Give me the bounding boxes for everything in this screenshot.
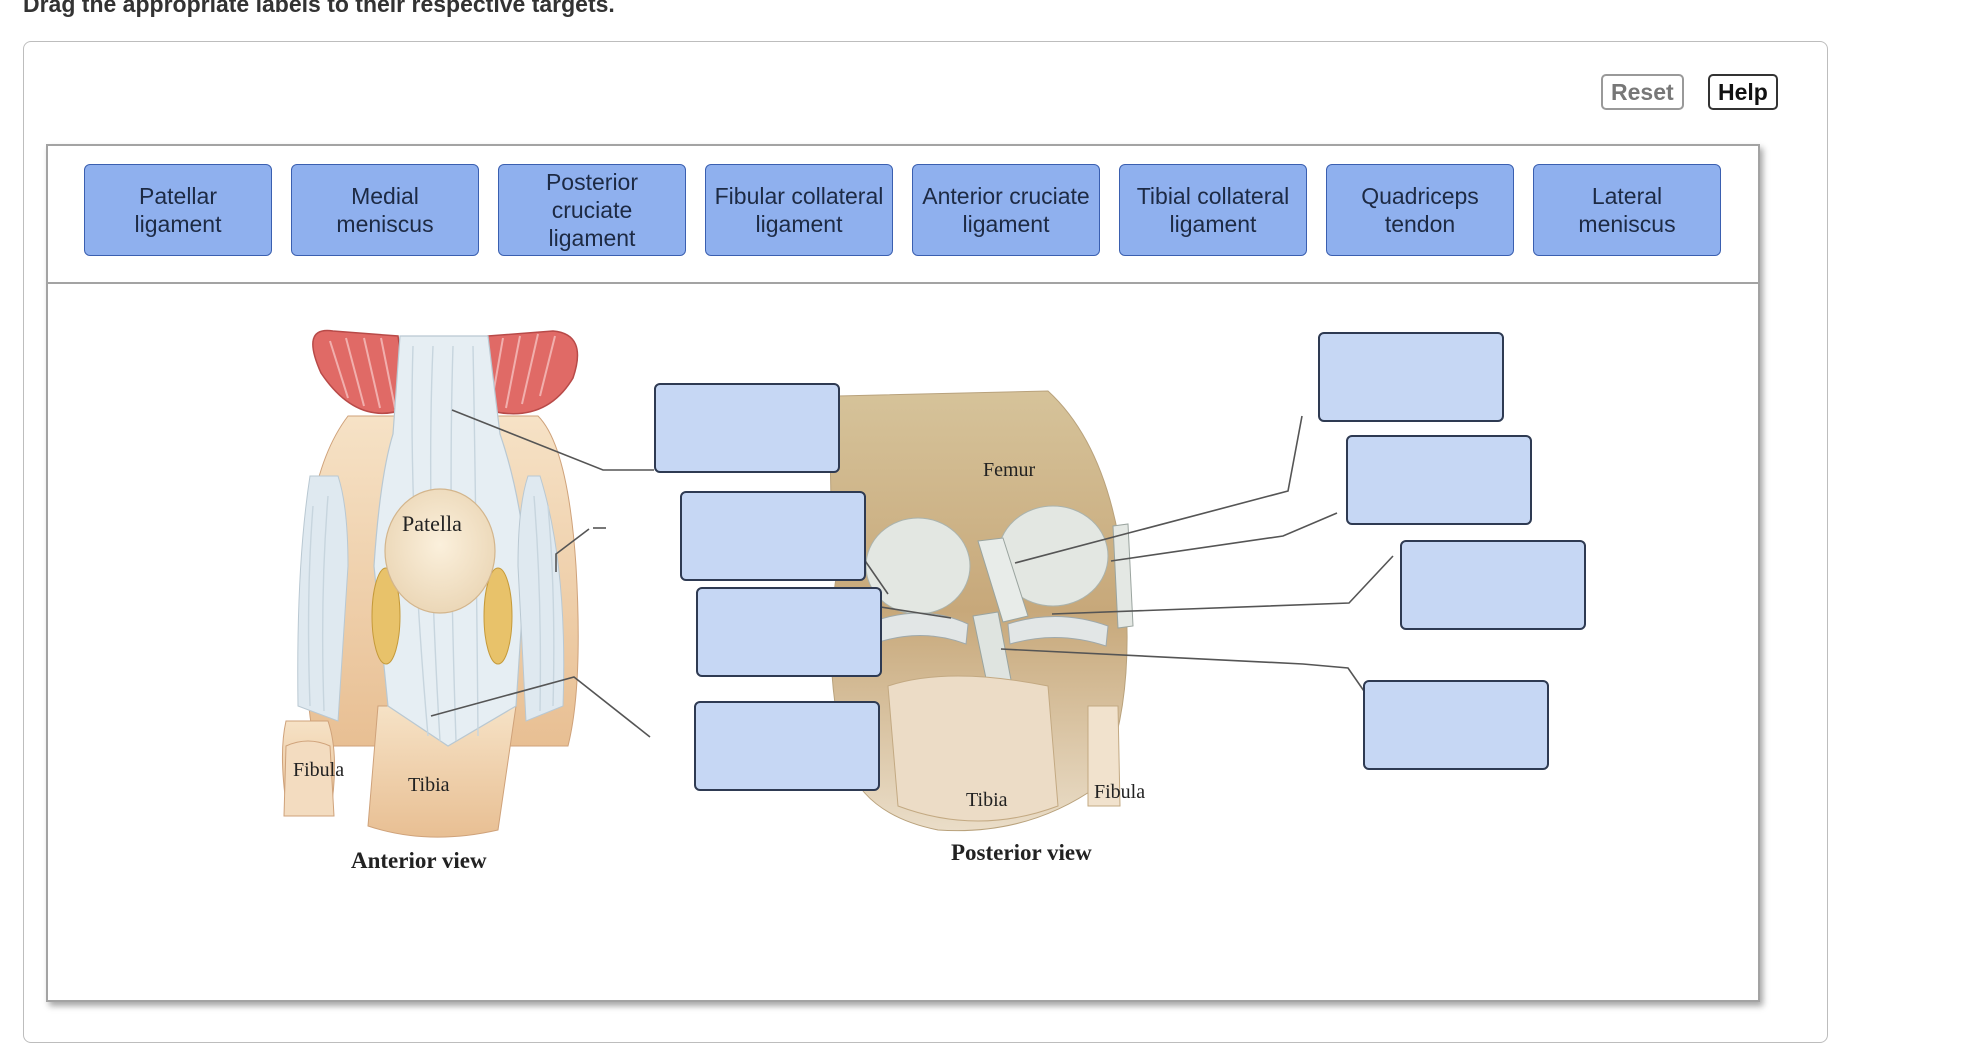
instruction-text: Drag the appropriate labels to their res…: [23, 0, 615, 17]
drag-drop-workspace: Patellar ligament Medial meniscus Poster…: [46, 144, 1760, 1002]
drop-target-anterior-2[interactable]: [680, 491, 866, 581]
fibula-text-posterior: Fibula: [1094, 781, 1145, 803]
label-chip-anterior-cruciate-ligament[interactable]: Anterior cruciate ligament: [912, 164, 1100, 256]
label-chip-patellar-ligament[interactable]: Patellar ligament: [84, 164, 272, 256]
reset-button[interactable]: Reset: [1601, 74, 1684, 110]
posterior-knee-drawing: Femur Tibia Fibula Posterior view: [830, 390, 1145, 865]
anterior-view-caption: Anterior view: [351, 848, 487, 873]
patella-text: Patella: [402, 511, 462, 536]
femur-text: Femur: [983, 459, 1036, 481]
knee-illustration: Patella Fibula Tibia Anterior view Femur…: [281, 329, 1394, 873]
chip-text: Fibular collateral ligament: [714, 183, 884, 237]
posterior-view-caption: Posterior view: [951, 840, 1092, 865]
tibia-text-anterior: Tibia: [408, 774, 450, 796]
drop-target-anterior-1[interactable]: [654, 383, 840, 473]
drop-target-anterior-4[interactable]: [694, 701, 880, 791]
help-button[interactable]: Help: [1708, 74, 1778, 110]
label-chip-quadriceps-tendon[interactable]: Quadriceps tendon: [1326, 164, 1514, 256]
chip-text: Lateral meniscus: [1578, 183, 1676, 237]
chip-text: Posterior cruciate ligament: [545, 169, 639, 251]
anterior-knee-drawing: Patella Fibula Tibia Anterior view: [281, 329, 579, 873]
tibia-text-posterior: Tibia: [966, 789, 1008, 811]
label-bank: Patellar ligament Medial meniscus Poster…: [48, 146, 1758, 284]
label-chip-lateral-meniscus[interactable]: Lateral meniscus: [1533, 164, 1721, 256]
drop-target-posterior-2[interactable]: [1346, 435, 1532, 525]
label-chip-medial-meniscus[interactable]: Medial meniscus: [291, 164, 479, 256]
drop-target-anterior-3[interactable]: [696, 587, 882, 677]
drop-target-posterior-4[interactable]: [1363, 680, 1549, 770]
label-chip-fibular-collateral-ligament[interactable]: Fibular collateral ligament: [705, 164, 893, 256]
chip-text: Medial meniscus: [336, 183, 434, 237]
fibula-text-anterior: Fibula: [293, 759, 344, 781]
chip-text: Patellar ligament: [134, 183, 222, 237]
drop-target-posterior-1[interactable]: [1318, 332, 1504, 422]
label-chip-tibial-collateral-ligament[interactable]: Tibial collateral ligament: [1119, 164, 1307, 256]
chip-text: Anterior cruciate ligament: [922, 183, 1090, 237]
drop-target-posterior-3[interactable]: [1400, 540, 1586, 630]
label-chip-posterior-cruciate-ligament[interactable]: Posterior cruciate ligament: [498, 164, 686, 256]
chip-text: Quadriceps tendon: [1361, 183, 1479, 237]
chip-text: Tibial collateral ligament: [1136, 183, 1290, 237]
leader-lines: [430, 409, 1394, 738]
